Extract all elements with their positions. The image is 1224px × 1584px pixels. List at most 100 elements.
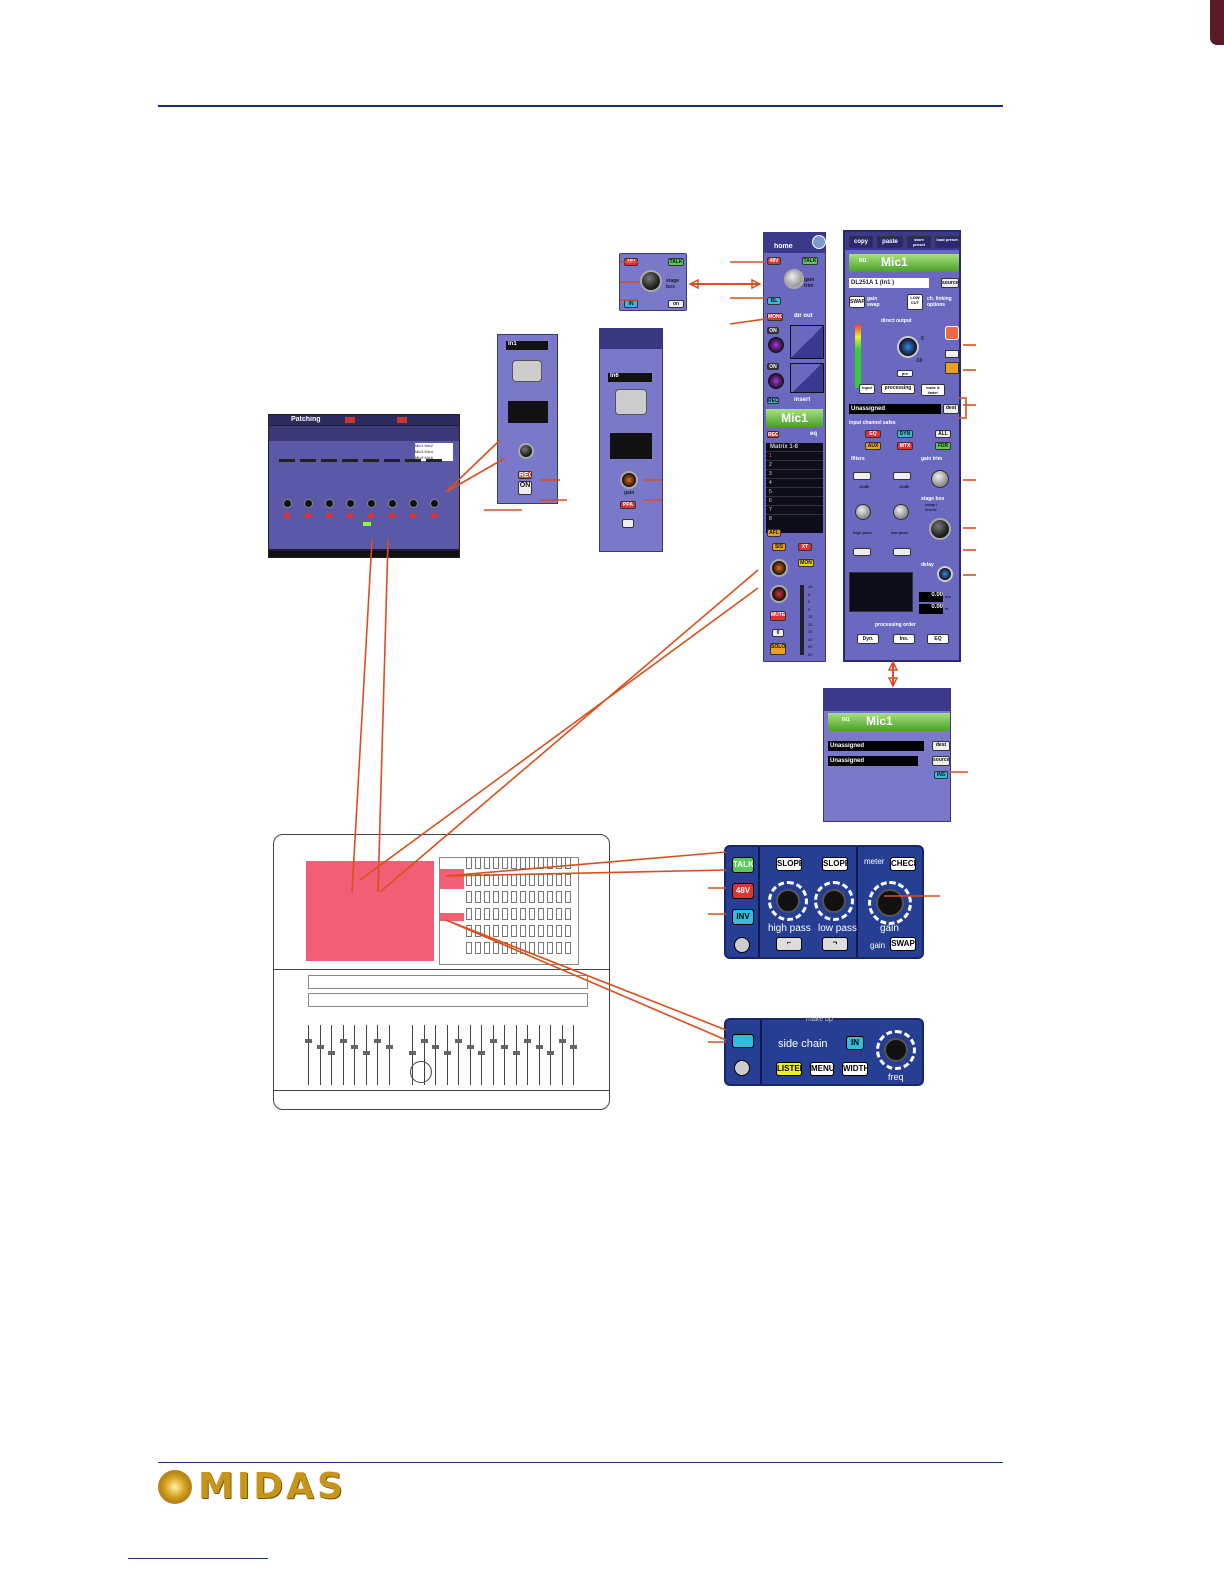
flow-input[interactable]: input [859,384,875,394]
matrix-row[interactable]: 7 [766,505,823,514]
popup-dest-button[interactable]: dest [932,741,950,751]
matrix-row[interactable]: 3 [766,469,823,478]
patch-button[interactable] [368,513,374,518]
gain-knob[interactable] [620,471,638,489]
safe-all[interactable]: ALL [935,430,951,438]
width-button[interactable]: WIDTH [842,1062,868,1076]
safe-eq[interactable]: EQ [865,430,881,438]
menu-button[interactable]: MENU [810,1062,834,1076]
hp-slope-button[interactable]: SLOPE [776,857,802,871]
dyn-knob[interactable] [768,373,784,389]
sis-button[interactable]: SIS [772,543,786,551]
pan-knob[interactable] [770,559,788,577]
popup-ins-button[interactable]: INS [934,771,948,779]
matrix-row[interactable]: 5 [766,487,823,496]
select-button[interactable] [734,1060,750,1076]
stage-box-knob[interactable] [640,270,662,292]
dest-button[interactable]: dest [943,404,959,414]
hp-shape-icon[interactable]: ⌐ [776,937,802,951]
talk-button[interactable]: TALK [668,258,684,266]
patch-knob[interactable] [367,499,376,508]
mon-button[interactable]: MON [798,559,814,567]
rec-button[interactable]: REC [767,397,779,404]
patch-knob[interactable] [409,499,418,508]
afl-button[interactable]: AFL [767,529,781,537]
matrix-row[interactable]: 1 [766,451,823,460]
talk-button[interactable]: TALK [732,857,754,873]
inv-button[interactable]: INV [732,909,754,925]
48v-button[interactable]: 48V [767,257,781,265]
matrix-row[interactable]: 2 [766,460,823,469]
zero-button[interactable]: 0 [772,629,784,637]
gain-knob[interactable] [876,889,904,917]
solo-icon[interactable] [945,362,959,374]
safe-dyn[interactable]: DYN [897,430,913,438]
lp-slope-button[interactable] [893,472,911,480]
aux-knob[interactable] [770,585,788,603]
safe-fdr[interactable]: FDR [935,442,951,450]
listen-button[interactable]: LISTEN [776,1062,802,1076]
rec-button[interactable]: REC [518,471,532,479]
home-icon[interactable] [812,235,826,249]
gain-trim-knob[interactable] [931,470,949,488]
low-pass-knob[interactable] [822,889,846,913]
on-button[interactable]: ON [767,363,779,370]
patch-button[interactable] [431,513,437,518]
lp-slope-button[interactable]: SLOPE [822,857,848,871]
patch-button[interactable] [326,513,332,518]
patch-knob[interactable] [304,499,313,508]
low-cut-button[interactable]: LOW CUT [907,294,923,310]
48v-button[interactable]: 48V [732,883,754,899]
patch-knob[interactable] [388,499,397,508]
output-knob[interactable] [897,336,919,358]
gain-trim-knob[interactable] [784,269,804,289]
patch-knob[interactable] [283,499,292,508]
popup-source-select[interactable]: Unassigned [828,756,918,766]
matrix-row[interactable]: 6 [766,496,823,505]
patch-button[interactable] [347,513,353,518]
dest-select[interactable]: Unassigned [849,404,941,414]
solo-button[interactable]: SOLO [770,643,786,655]
source-button[interactable]: source [941,278,959,288]
order-eq[interactable]: EQ [927,634,949,644]
mute-button[interactable]: MUTE [770,611,786,621]
patch-button[interactable] [284,513,290,518]
patch-button[interactable] [389,513,395,518]
low-pass-knob[interactable] [893,504,909,520]
jog-wheel[interactable] [410,1061,432,1083]
hp-slope-button[interactable] [853,472,871,480]
on-button[interactable]: ON [518,481,532,495]
popup-source-button[interactable]: source [932,756,950,766]
order-dyn[interactable]: Dyn. [857,634,879,644]
fader-track[interactable] [800,585,804,655]
safe-aux[interactable]: AUX [865,442,881,450]
lp-shape-icon[interactable]: ¬ [822,937,848,951]
delay-knob[interactable] [937,566,953,582]
safe-mtx[interactable]: MTX [897,442,913,450]
paste-button[interactable]: paste [877,236,903,248]
flow-mute-fader[interactable]: mute & fader [921,384,945,396]
stage-box-knob[interactable] [929,518,951,540]
talk-button[interactable]: TALK [802,257,818,265]
copy-button[interactable]: copy [849,236,873,248]
swap-button[interactable]: SWAP [849,296,865,308]
load-preset-button[interactable]: load preset [935,236,959,248]
high-pass-knob[interactable] [855,504,871,520]
flow-processing[interactable]: processing [881,384,915,394]
mono-button[interactable]: MONO [767,313,783,321]
swap-button[interactable]: SWAP [890,937,916,951]
freq-knob[interactable] [884,1038,908,1062]
matrix-row[interactable]: 4 [766,478,823,487]
patch-button[interactable] [410,513,416,518]
lp-button[interactable] [893,548,911,556]
rec-button[interactable]: REC [767,431,779,438]
patch-knob[interactable] [325,499,334,508]
side-chain-in-button[interactable]: IN [846,1036,864,1050]
patch-button[interactable] [305,513,311,518]
xt-button[interactable]: XT [798,543,812,551]
patching-list[interactable]: Mic1 Mic2 Mic3 Mic4 Mic5 Mic6 [415,443,453,461]
store-preset-button[interactable]: store preset [907,236,931,248]
check-button[interactable]: CHECK [890,857,916,871]
record-icon[interactable] [945,326,959,340]
gain-knob[interactable] [518,443,534,459]
